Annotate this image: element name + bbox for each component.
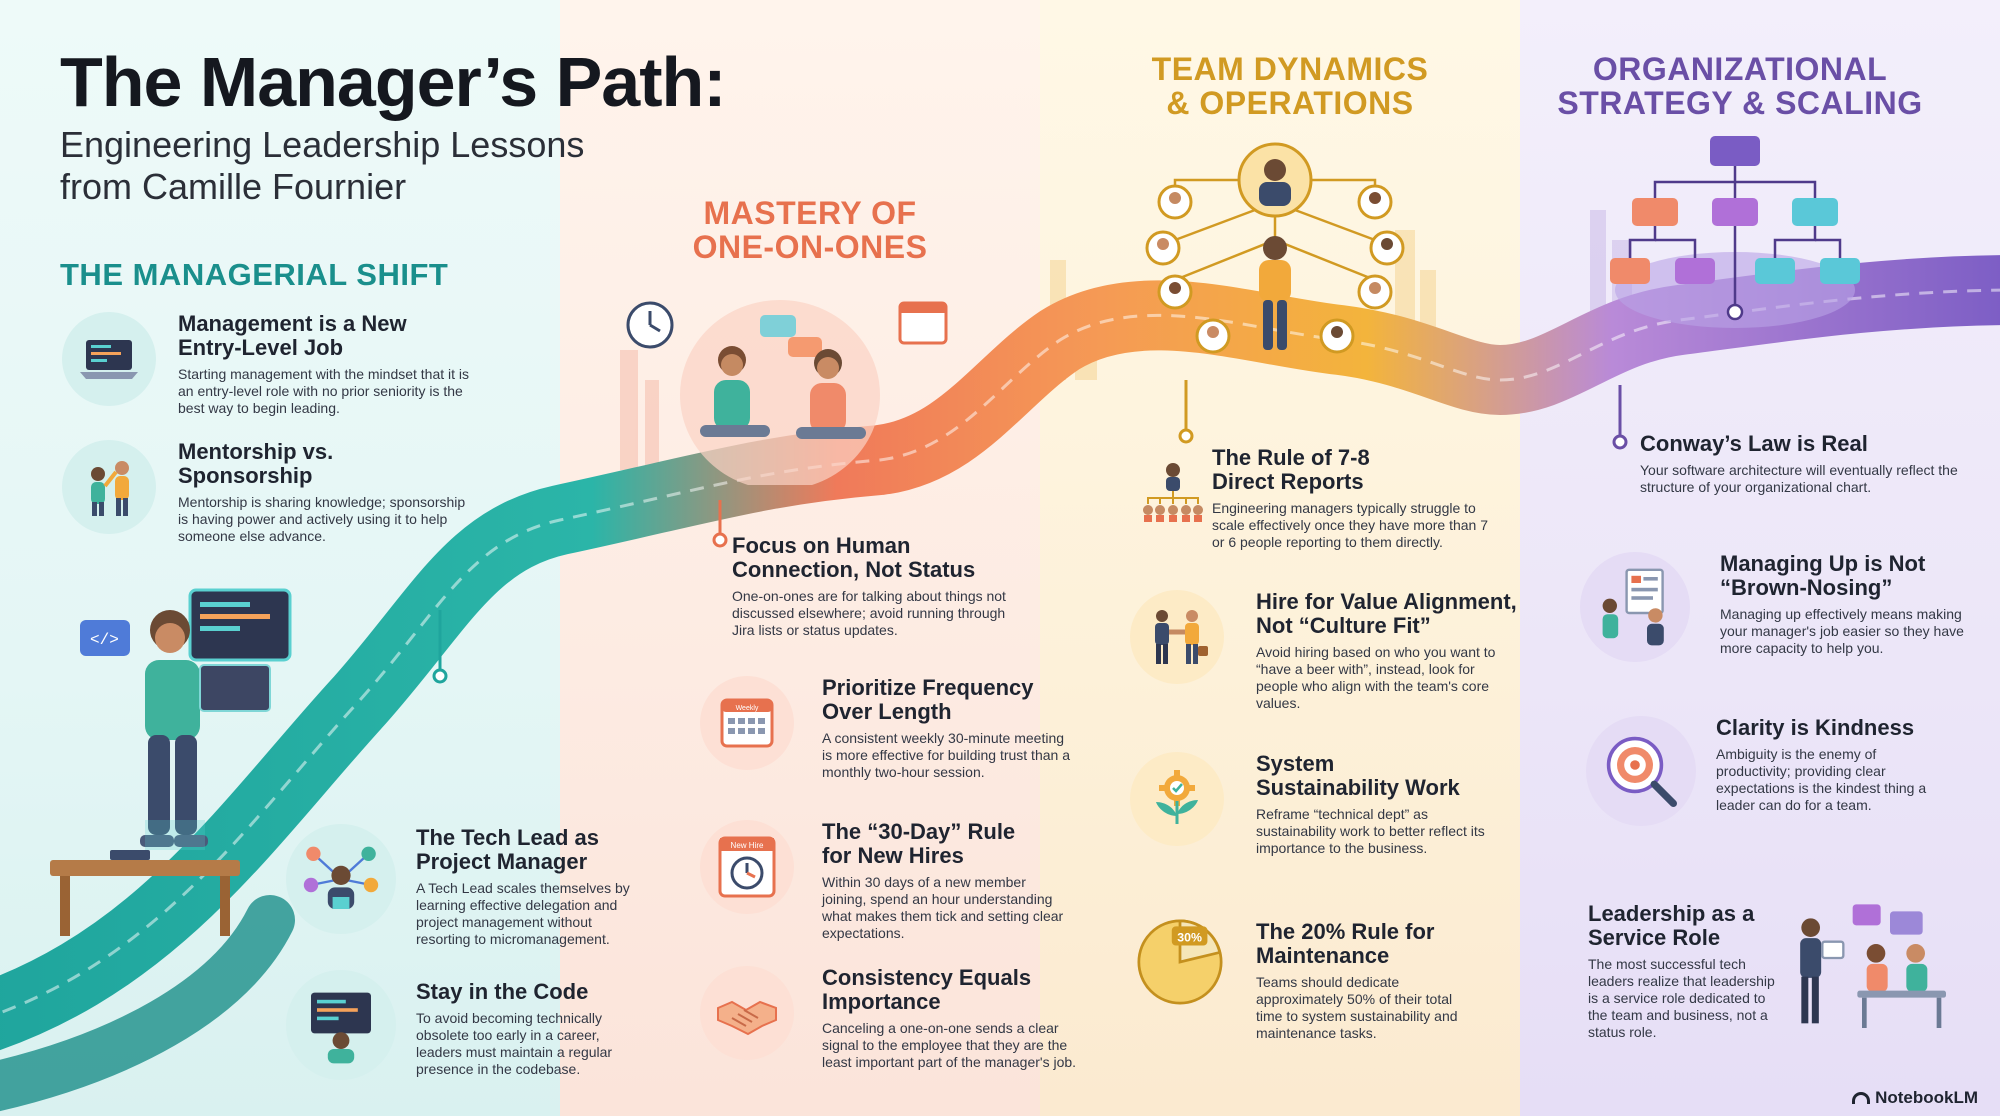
card-description: Teams should dedicate approximately 50% … [1256,974,1458,1041]
card-description: One-on-ones are for talking about things… [732,588,1006,638]
svg-text:New Hire: New Hire [731,841,764,850]
target-icon [1586,716,1696,826]
card-description: The most successful tech leaders realize… [1588,956,1775,1040]
svg-text:Weekly: Weekly [736,705,759,712]
card-description: Engineering managers typically struggle … [1212,500,1489,550]
card-description: Canceling a one-on-one sends a clear sig… [822,1020,1077,1070]
section-title-org-strategy: ORGANIZATIONAL STRATEGY & SCALING [1557,51,1923,121]
sponsor-icon [62,440,156,534]
notebooklm-brand: NotebookLM [1852,1088,1978,1108]
card-value-alignment: Hire for Value Alignment,Not “Culture Fi… [1130,590,1530,712]
card-title: Clarity is Kindness [1716,715,1915,740]
svg-text:30%: 30% [1177,930,1202,944]
page-title: The Manager’s Path: [60,43,727,121]
card-title: Stay in the Code [416,979,589,1004]
gear-plant-icon [1130,752,1224,846]
hiring-handshake-icon [1130,590,1224,684]
team-hierarchy-illustration [1145,142,1405,354]
card-stay-in-code: Stay in the Code To avoid becoming techn… [286,970,652,1080]
section-title-one-on-ones: MASTERY OF ONE-ON-ONES [692,195,928,265]
section-bg-one-on-ones [560,0,1040,1116]
developer-at-laptop-illustration: </> [50,588,292,936]
card-description: Avoid hiring based on who you want to “h… [1256,644,1496,711]
code-screen-icon [286,970,396,1080]
card-title: Mentorship vs.Sponsorship [178,439,334,488]
card-description: Reframe “technical dept” as sustainabili… [1256,806,1485,856]
card-description: Managing up effectively means making you… [1720,606,1964,656]
org-chart-illustration [1610,136,1860,328]
svg-text:</>: </> [90,631,119,649]
card-conways-law: Conway’s Law is Real Your software archi… [1640,432,1980,496]
card-mentorship-sponsorship: Mentorship vs.Sponsorship Mentorship is … [62,440,492,545]
card-description: Your software architecture will eventual… [1640,462,1958,495]
card-title: Conway’s Law is Real [1640,431,1868,456]
clock-icon: New Hire [700,820,794,914]
one-on-one-conversation-illustration [626,300,948,485]
handshake-icon [700,966,794,1060]
card-title: Hire for Value Alignment,Not “Culture Fi… [1256,589,1517,638]
notebooklm-logo-icon [1852,1092,1871,1104]
card-description: Ambiguity is the enemy of productivity; … [1716,746,1927,813]
laptop-icon [62,312,156,406]
calendar-icon: Weekly [700,676,794,770]
card-description: A Tech Lead scales themselves by learnin… [416,880,630,947]
section-title-managerial-shift: THE MANAGERIAL SHIFT [60,257,449,292]
page-subtitle: Engineering Leadership Lessons from Cami… [60,124,585,207]
card-description: A consistent weekly 30-minute meeting is… [822,730,1070,780]
card-description: Within 30 days of a new member joining, … [822,874,1064,941]
network-icon [286,824,396,934]
card-title: Managing Up is Not“Brown-Nosing” [1720,551,1926,600]
pie-chart-icon: 30% [1130,912,1230,1012]
card-managing-up: Managing Up is Not“Brown-Nosing” Managin… [1580,551,1980,662]
card-description: To avoid becoming technically obsolete t… [416,1010,613,1077]
presenting-icon [1580,552,1690,662]
service-icon [1784,902,1954,1042]
card-description: Starting management with the mindset tha… [178,366,470,416]
card-clarity-kindness: Clarity is Kindness Ambiguity is the ene… [1586,715,1986,826]
card-description: Mentorship is sharing knowledge; sponsor… [178,494,466,544]
section-title-team-dynamics: TEAM DYNAMICS & OPERATIONS [1151,51,1429,121]
hierarchy-icon [1126,446,1220,540]
